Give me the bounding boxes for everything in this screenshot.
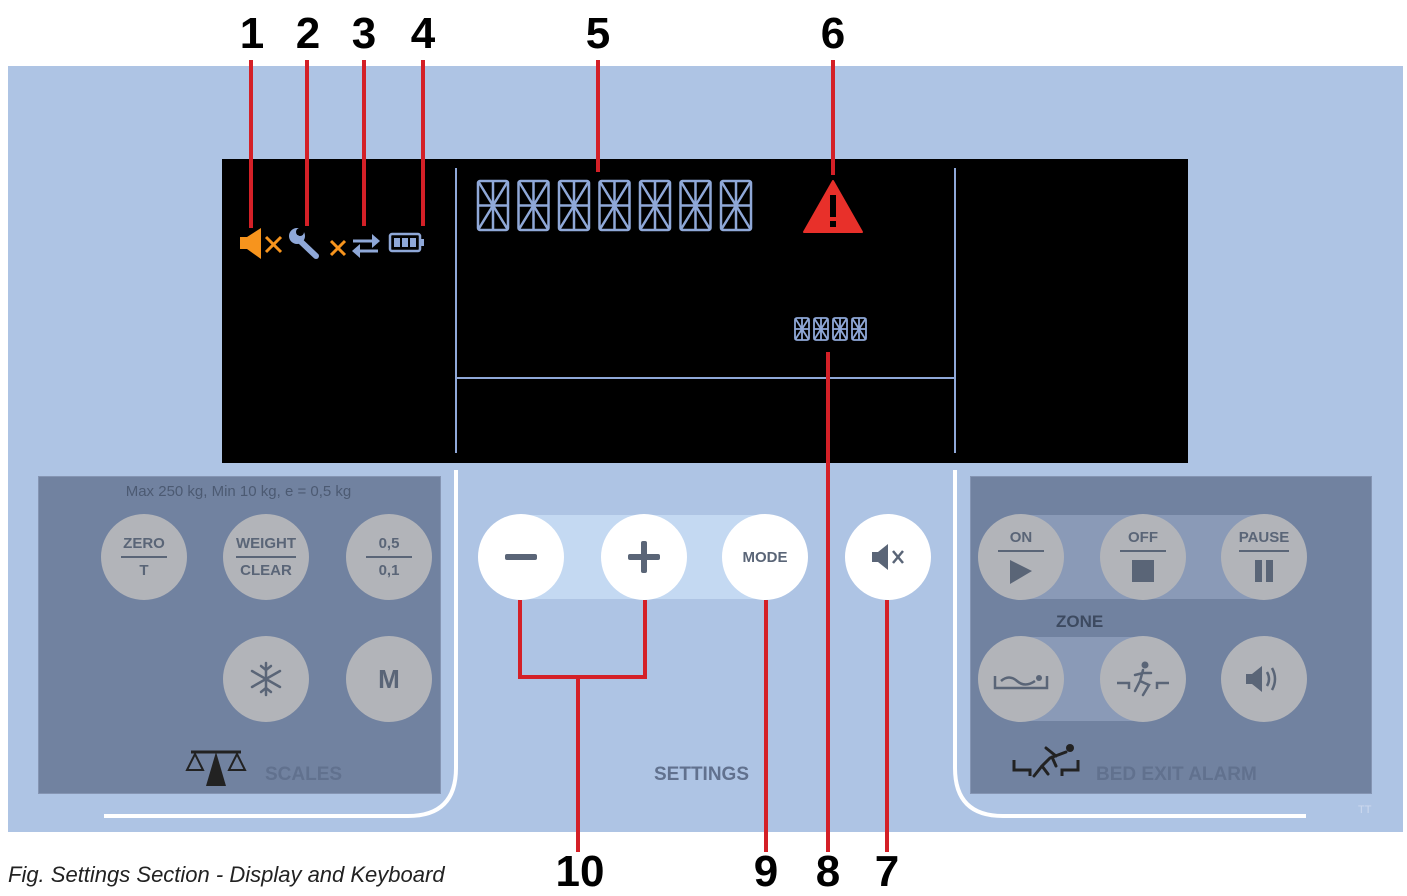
callout-5: 5 <box>585 9 611 58</box>
minus-button[interactable] <box>478 514 564 600</box>
main-segment-digit <box>719 179 753 232</box>
sitting-patient-icon <box>1117 661 1169 697</box>
main-segment-digit <box>679 179 712 232</box>
callout-2: 2 <box>295 9 321 58</box>
callout-8: 8 <box>815 847 841 896</box>
on-label: ON <box>998 529 1044 552</box>
secondary-segment-digit <box>813 317 829 341</box>
scales-label: SCALES <box>265 764 343 785</box>
minus-icon <box>505 554 537 560</box>
snowflake-icon <box>250 661 282 697</box>
clear-label: CLEAR <box>240 562 292 579</box>
memory-label: M <box>378 663 400 694</box>
memory-button[interactable]: M <box>346 636 432 722</box>
resolution-button[interactable]: 0,5 0,1 <box>346 514 432 600</box>
warning-icon <box>803 180 863 233</box>
secondary-segment-digit <box>794 317 810 341</box>
callout-4: 4 <box>410 9 436 58</box>
scales-balance-icon <box>185 750 247 786</box>
main-segment-digit <box>598 179 631 232</box>
secondary-segment-display <box>794 317 867 341</box>
figure-caption: Fig. Settings Section - Display and Keyb… <box>8 862 445 887</box>
pause-label: PAUSE <box>1238 529 1290 552</box>
mode-label: MODE <box>742 548 788 566</box>
main-segment-digit <box>557 179 591 232</box>
scales-spec: Max 250 kg, Min 10 kg, e = 0,5 kg <box>125 483 352 500</box>
freeze-button[interactable] <box>223 636 309 722</box>
stop-icon <box>1132 559 1154 582</box>
communication-error-icon <box>329 234 380 258</box>
resolution-bottom-label: 0,1 <box>378 562 400 579</box>
mute-speaker-icon <box>872 544 904 570</box>
corner-mark: TT <box>1358 804 1372 816</box>
alarm-off-button[interactable]: OFF <box>1100 514 1186 600</box>
mute-button[interactable] <box>845 514 931 600</box>
bed-exit-label: BED EXIT ALARM <box>1096 764 1257 785</box>
main-segment-digit <box>476 179 510 232</box>
mode-button[interactable]: MODE <box>722 514 808 600</box>
callout-7: 7 <box>874 847 900 896</box>
zone-label: ZONE <box>1056 612 1104 631</box>
muted-speaker-icon <box>240 228 283 259</box>
alarm-pause-button[interactable]: PAUSE <box>1221 514 1307 600</box>
zero-label: ZERO <box>121 535 167 558</box>
callout-10: 10 <box>555 847 605 896</box>
wrench-icon <box>289 228 319 259</box>
weight-clear-button[interactable]: WEIGHT CLEAR <box>223 514 309 600</box>
settings-label: SETTINGS <box>654 764 750 785</box>
alarm-on-button[interactable]: ON <box>978 514 1064 600</box>
off-label: OFF <box>1120 529 1166 552</box>
plus-button[interactable] <box>601 514 687 600</box>
lying-patient-icon <box>993 675 1049 690</box>
lcd-display <box>222 159 1188 463</box>
speaker-volume-icon <box>1246 666 1277 692</box>
bed-exit-icon <box>1012 744 1080 778</box>
secondary-segment-digit <box>832 317 848 341</box>
tare-label: T <box>139 562 149 579</box>
weight-label: WEIGHT <box>236 535 296 558</box>
alarm-volume-button[interactable] <box>1221 636 1307 722</box>
callout-6: 6 <box>820 9 846 58</box>
resolution-top-label: 0,5 <box>366 535 412 558</box>
battery-icon <box>388 232 424 253</box>
zone-lying-button[interactable] <box>978 636 1064 722</box>
callout-9: 9 <box>753 847 779 896</box>
main-segment-display <box>476 179 753 232</box>
zone-sitting-button[interactable] <box>1100 636 1186 722</box>
pause-icon <box>1255 559 1273 582</box>
zero-tare-button[interactable]: ZERO T <box>101 514 187 600</box>
play-icon <box>1010 559 1032 584</box>
plus-icon <box>628 541 660 573</box>
callout-3: 3 <box>351 9 377 58</box>
callout-1: 1 <box>239 9 265 58</box>
main-segment-digit <box>517 179 550 232</box>
main-segment-digit <box>638 179 672 232</box>
secondary-segment-digit <box>851 317 867 341</box>
